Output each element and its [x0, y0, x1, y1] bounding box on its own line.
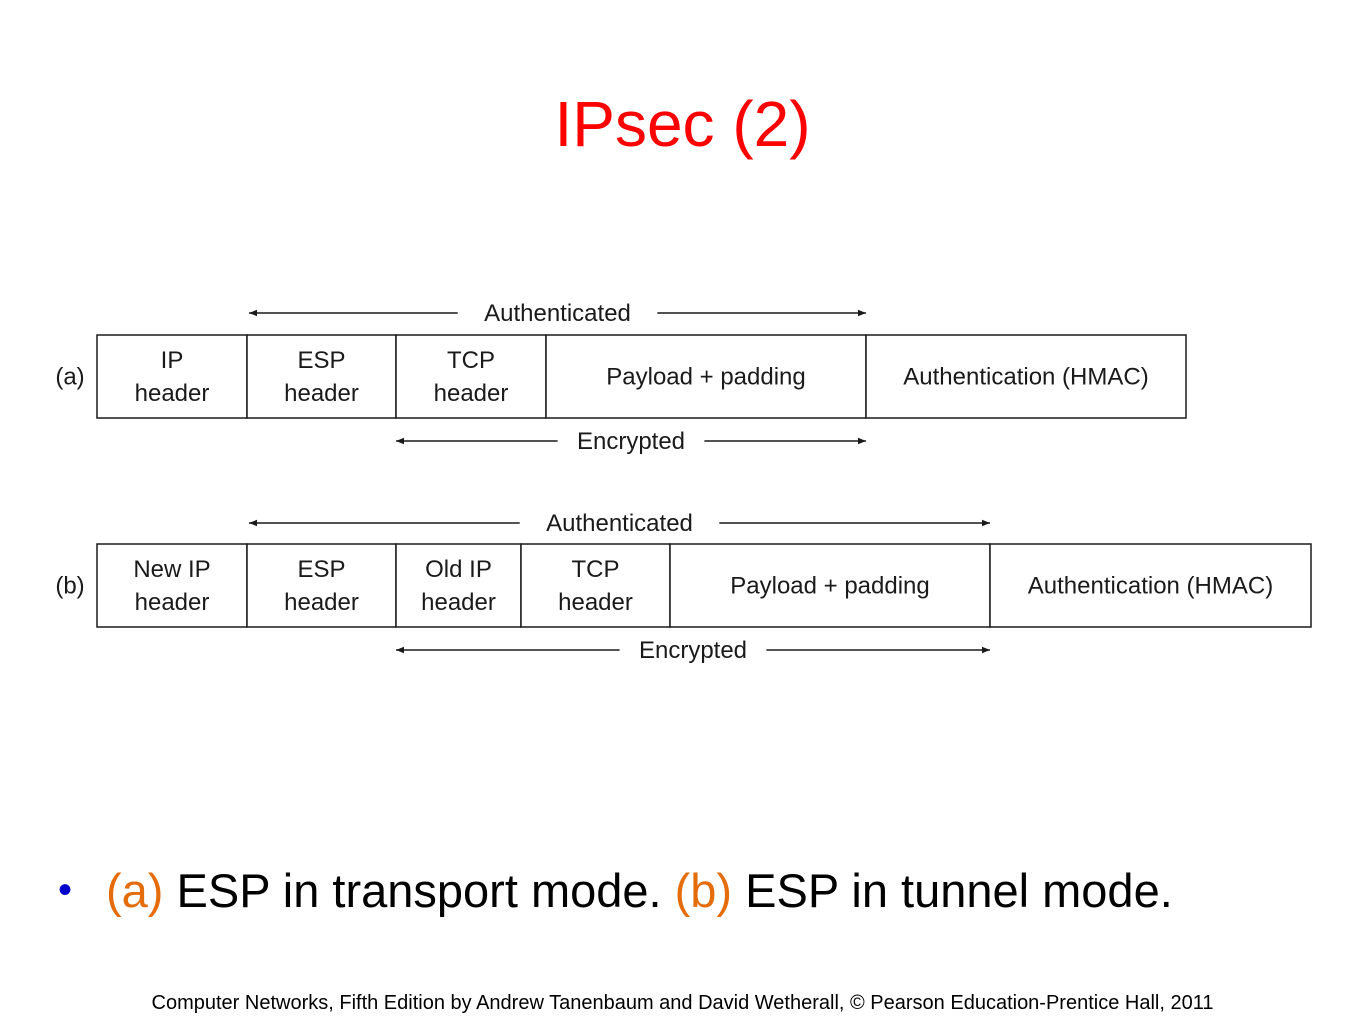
packet-field-label: header [421, 589, 496, 616]
packet-field-label: TCP [447, 347, 495, 374]
packet-field-label: Authentication (HMAC) [1028, 573, 1273, 600]
packet-field-label: header [558, 589, 633, 616]
transport-mode-diagram: (a) IP header ESP header TCP header Payload + p… [55, 300, 1187, 455]
caption-text-b: ESP in tunnel mode. [732, 864, 1173, 917]
bullet-icon: • [58, 868, 73, 912]
packet-field-label: header [284, 380, 359, 407]
packet-field-box [96, 334, 248, 419]
packet-field-box [545, 334, 867, 419]
packet-field-box [520, 543, 671, 628]
packet-field-label: IP [161, 347, 184, 374]
packet-field-label: Payload + padding [606, 364, 806, 391]
diagram-label: (a) [55, 364, 84, 391]
packet-field-label: New IP [133, 556, 210, 583]
packet-field-label: Authentication (HMAC) [903, 364, 1148, 391]
packet-field-box [865, 334, 1187, 419]
encrypted-span-label: Encrypted [577, 428, 685, 455]
authenticated-span-label: Authenticated [484, 300, 631, 327]
caption: • (a) ESP in transport mode. (b) ESP in t… [58, 862, 1173, 919]
packet-field-box [246, 334, 397, 419]
authenticated-span-label: Authenticated [546, 510, 693, 537]
footer-citation: Computer Networks, Fifth Edition by Andr… [151, 992, 1214, 1014]
caption-text-a: ESP in transport mode. [163, 864, 675, 917]
diagram-label: (b) [55, 573, 84, 600]
packet-field-box [669, 543, 991, 628]
encrypted-span-label: Encrypted [639, 637, 747, 664]
packet-field-label: Old IP [425, 556, 492, 583]
caption-tag-b: (b) [674, 864, 733, 917]
packet-field-label: ESP [297, 556, 345, 583]
packet-field-label: header [135, 380, 210, 407]
tunnel-mode-diagram: (b) New IP header ESP header Old IP header TCP h… [55, 510, 1312, 664]
packet-field-label: header [434, 380, 509, 407]
packet-field-label: Payload + padding [730, 573, 930, 600]
caption-tag-a: (a) [106, 864, 164, 917]
packet-field-label: ESP [297, 347, 345, 374]
packet-field-label: header [135, 589, 210, 616]
packet-field-label: header [284, 589, 359, 616]
packet-field-box [96, 543, 248, 628]
page-title: IPsec (2) [554, 88, 811, 160]
packet-field-box [989, 543, 1312, 628]
packet-field-label: TCP [572, 556, 620, 583]
packet-field-box [246, 543, 397, 628]
